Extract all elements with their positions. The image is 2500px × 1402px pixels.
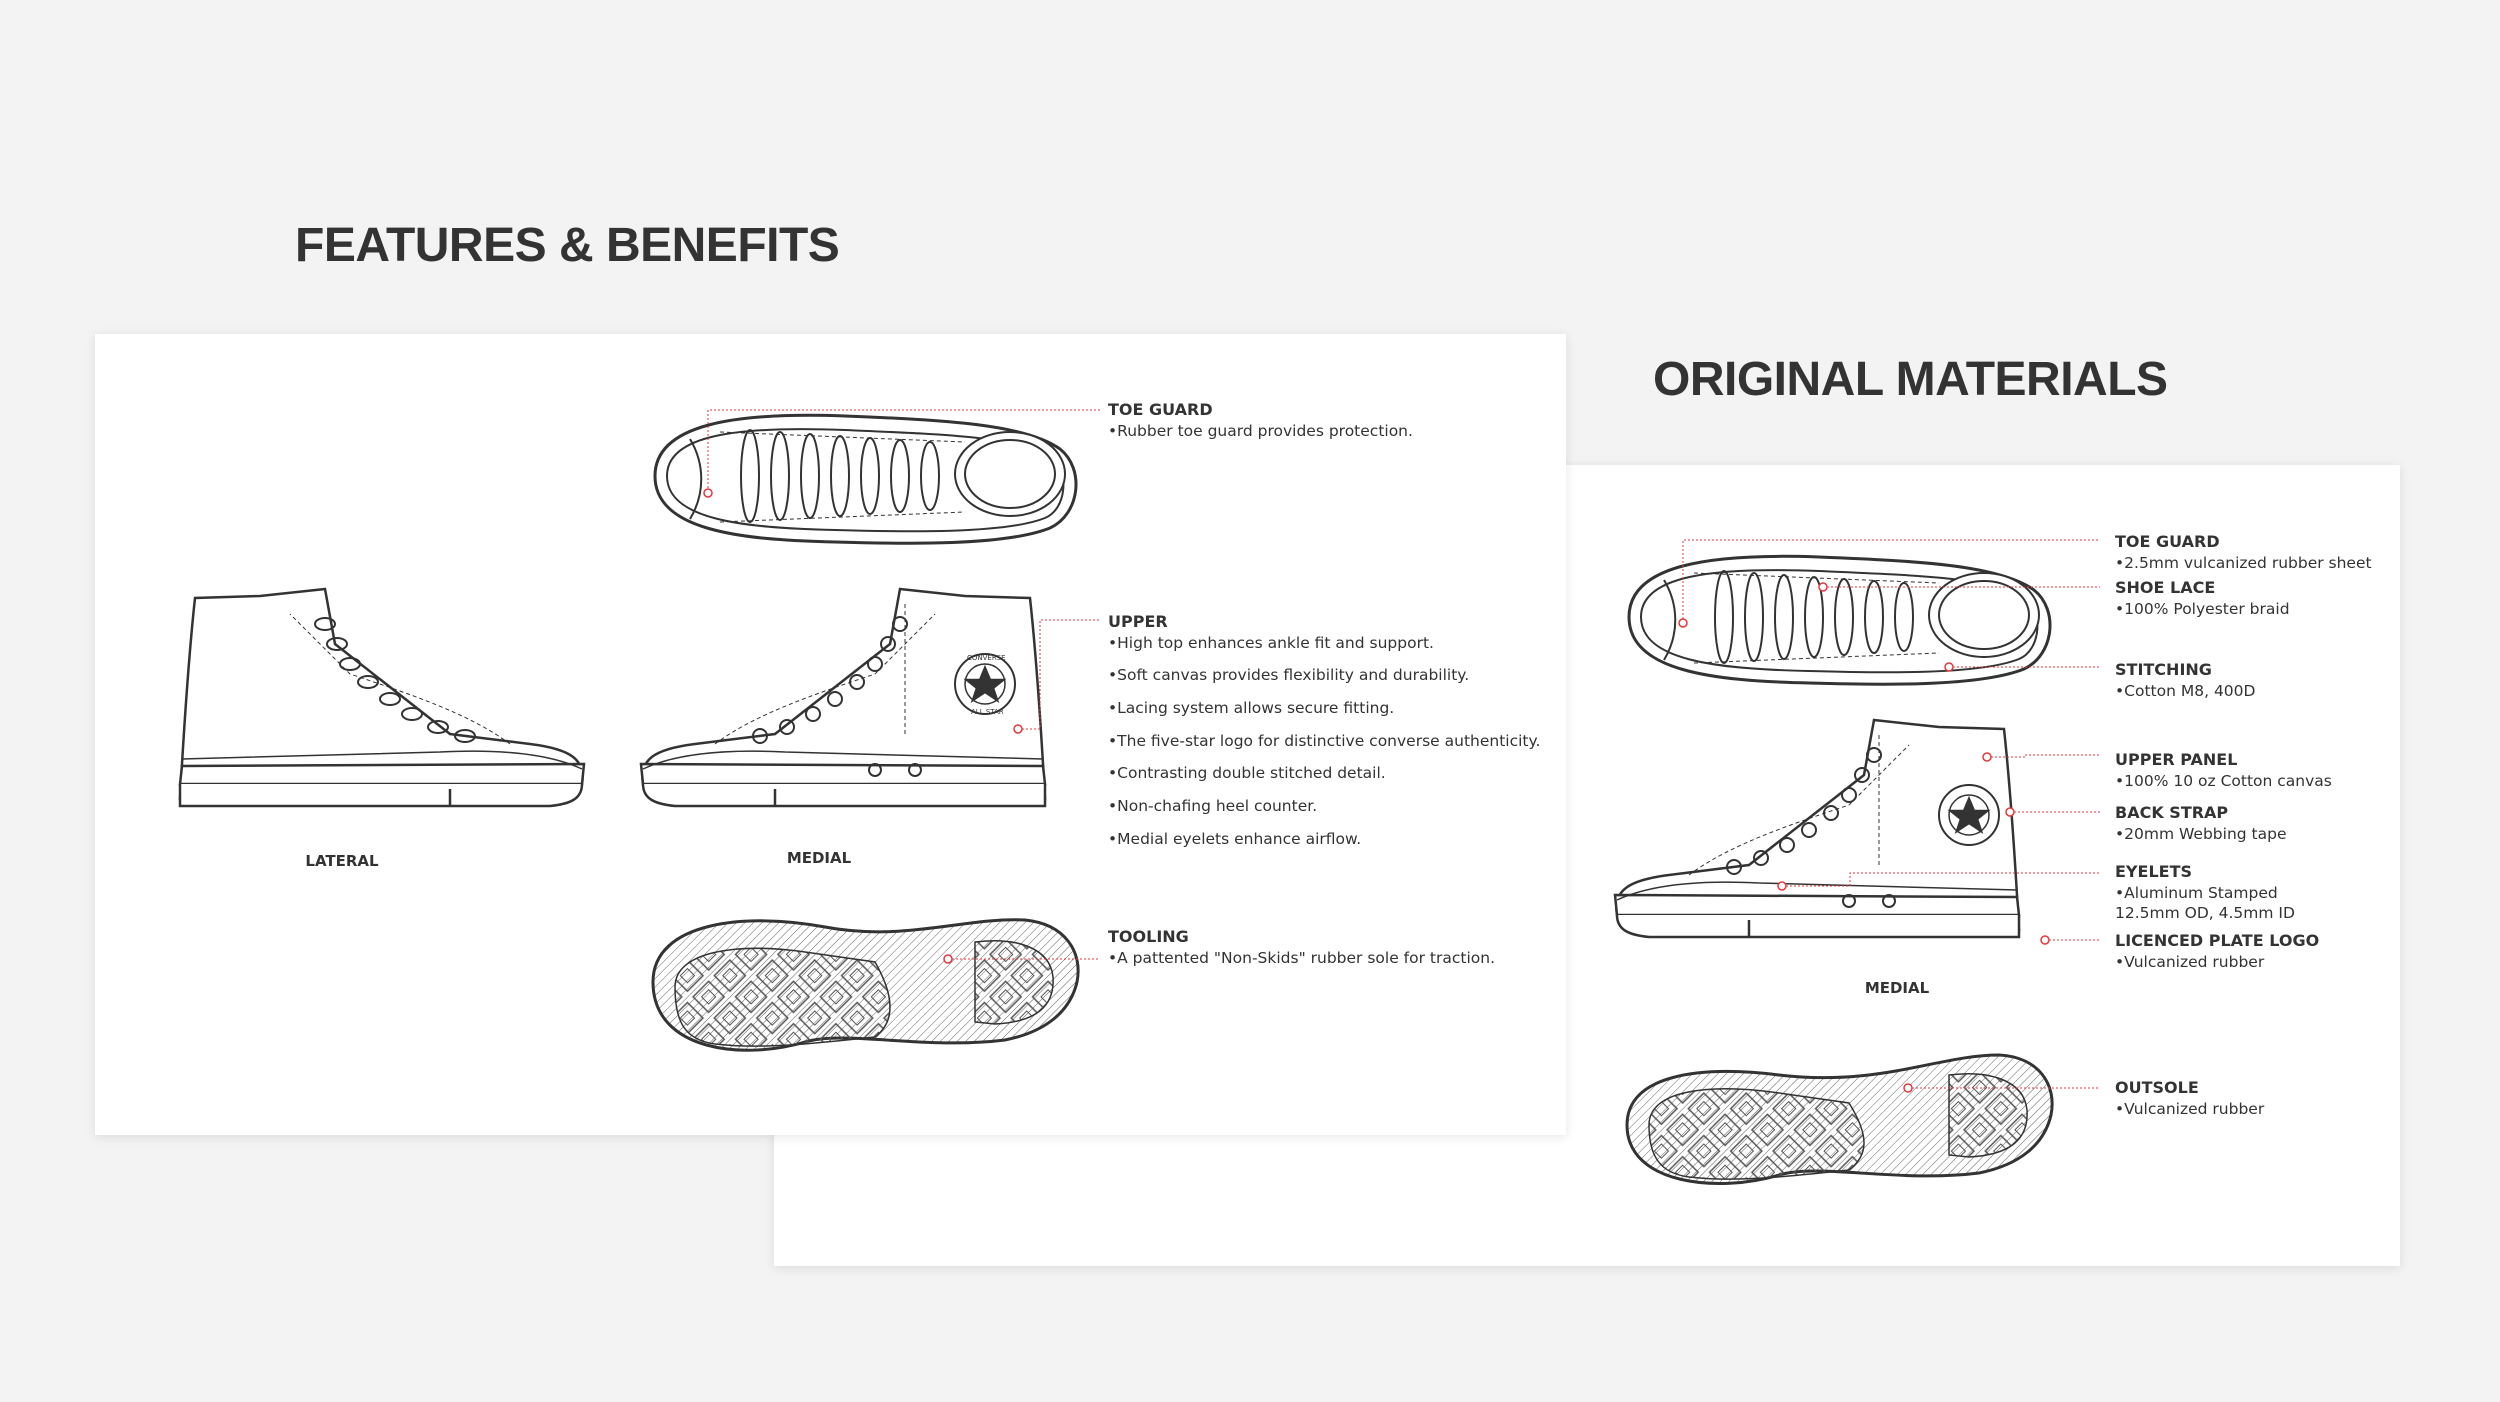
materials-medial-illustration (1613, 718, 2021, 939)
material-stitching: STITCHING Cotton M8, 400D (2115, 660, 2255, 701)
callout-item: High top enhances ankle fit and support. (1108, 633, 1540, 653)
callout-upper: UPPER High top enhances ankle fit and su… (1108, 612, 1540, 861)
material-eyelets: EYELETS Aluminum Stamped 12.5mm OD, 4.5m… (2115, 862, 2295, 923)
material-title: BACK STRAP (2115, 803, 2229, 822)
features-title: FEATURES & BENEFITS (295, 219, 840, 272)
callout-item: Lacing system allows secure fitting. (1108, 698, 1540, 718)
material-back-strap: BACK STRAP 20mm Webbing tape (2115, 803, 2286, 844)
callout-tooling: TOOLING A pattented "Non-Skids" rubber s… (1108, 927, 1495, 980)
material-title: EYELETS (2115, 862, 2193, 881)
callout-title: TOE GUARD (1108, 400, 1213, 419)
material-detail: 12.5mm OD, 4.5mm ID (2115, 903, 2295, 922)
material-detail: 100% 10 oz Cotton canvas (2115, 771, 2332, 791)
top-view-illustration (653, 413, 1078, 545)
material-title: OUTSOLE (2115, 1078, 2199, 1097)
callout-item: The five-star logo for distinctive conve… (1108, 731, 1540, 751)
callout-title: TOOLING (1108, 927, 1189, 946)
callout-item: Non-chafing heel counter. (1108, 796, 1540, 816)
material-title: LICENCED PLATE LOGO (2115, 931, 2320, 950)
material-detail: 100% Polyester braid (2115, 599, 2289, 619)
material-title: TOE GUARD (2115, 532, 2220, 551)
materials-medial-caption: MEDIAL (1864, 979, 1930, 997)
material-detail: Vulcanized rubber (2115, 1099, 2264, 1119)
material-shoe-lace: SHOE LACE 100% Polyester braid (2115, 578, 2290, 619)
material-detail: 20mm Webbing tape (2115, 824, 2286, 844)
material-detail: Vulcanized rubber (2115, 952, 2319, 972)
material-title: STITCHING (2115, 660, 2212, 679)
callout-item: Soft canvas provides flexibility and dur… (1108, 665, 1540, 685)
material-title: SHOE LACE (2115, 578, 2216, 597)
medial-illustration: CONVERSE ALL STAR (639, 587, 1047, 808)
callout-item: A pattented "Non-Skids" rubber sole for … (1108, 948, 1495, 968)
callout-toe-guard: TOE GUARD Rubber toe guard provides prot… (1108, 400, 1413, 453)
material-title: UPPER PANEL (2115, 750, 2238, 769)
callout-item: Rubber toe guard provides protection. (1108, 421, 1413, 441)
lateral-illustration (178, 587, 586, 808)
material-licenced-plate-logo: LICENCED PLATE LOGO Vulcanized rubber (2115, 931, 2319, 972)
logo-top-text: CONVERSE (967, 654, 1006, 662)
material-upper-panel: UPPER PANEL 100% 10 oz Cotton canvas (2115, 750, 2332, 791)
materials-title: ORIGINAL MATERIALS (1653, 353, 2168, 406)
medial-caption: MEDIAL (786, 849, 852, 867)
logo-bottom-text: ALL STAR (971, 708, 1004, 716)
lateral-caption: LATERAL (305, 852, 379, 870)
materials-top-view-illustration (1627, 554, 2052, 686)
callout-title: UPPER (1108, 612, 1168, 631)
material-detail: Aluminum Stamped (2115, 883, 2295, 903)
material-detail: 2.5mm vulcanized rubber sheet (2115, 553, 2371, 573)
material-detail: Cotton M8, 400D (2115, 681, 2255, 701)
material-toe-guard: TOE GUARD 2.5mm vulcanized rubber sheet (2115, 532, 2372, 573)
material-outsole: OUTSOLE Vulcanized rubber (2115, 1078, 2264, 1119)
outsole-illustration (651, 918, 1080, 1052)
callout-item: Contrasting double stitched detail. (1108, 763, 1540, 783)
callout-item: Medial eyelets enhance airflow. (1108, 829, 1540, 849)
materials-outsole-illustration (1625, 1053, 2054, 1185)
